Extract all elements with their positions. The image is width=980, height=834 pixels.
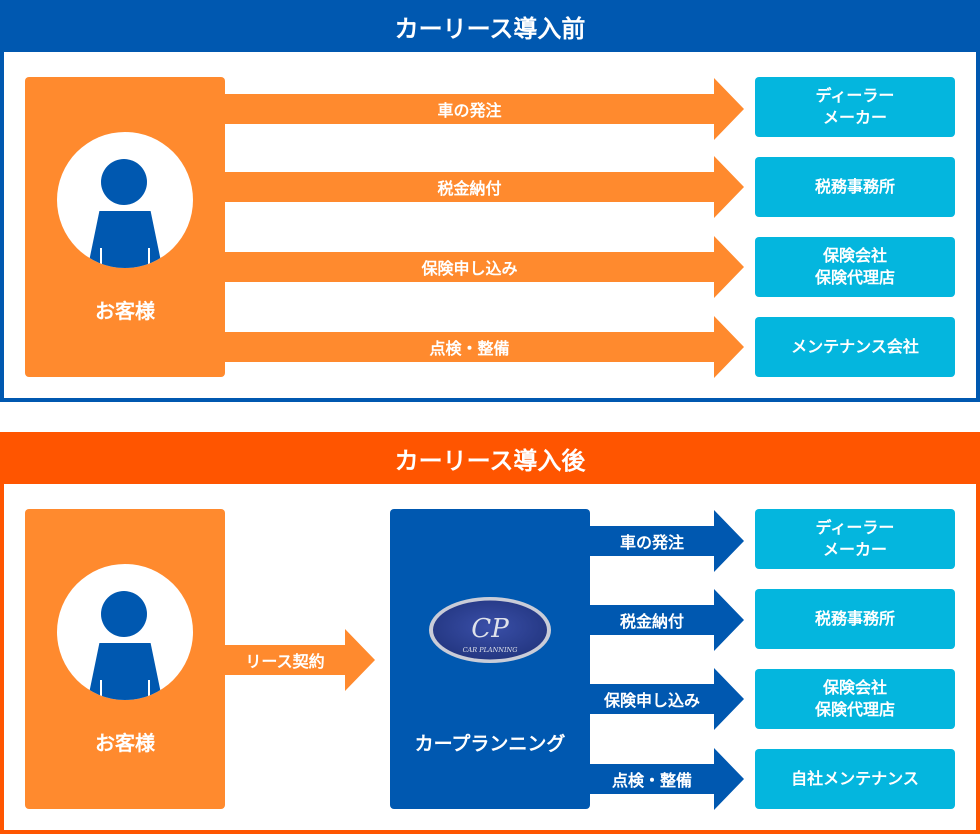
customer-label: お客様 — [95, 299, 155, 323]
customer-box: お客様 — [25, 509, 225, 809]
flow-arrow: 税金納付 — [590, 589, 744, 651]
destination-maintenance: メンテナンス会社 — [755, 317, 955, 377]
destination-in-house-maintenance: 自社メンテナンス — [755, 749, 955, 809]
flow-arrow: 保険申し込み — [590, 668, 744, 730]
destination-insurance: 保険会社 保険代理店 — [755, 669, 955, 729]
arrow-head-icon — [714, 510, 744, 572]
customer-label: お客様 — [95, 731, 155, 755]
arrow-head-icon — [714, 668, 744, 730]
arrow-head-icon — [714, 589, 744, 651]
arrow-label: 点検・整備 — [225, 332, 714, 362]
company-name: カープランニング — [414, 733, 566, 755]
person-icon — [57, 132, 193, 268]
arrow-label: 車の発注 — [590, 526, 714, 556]
flow-arrow: 車の発注 — [225, 78, 744, 140]
arrow-label: 保険申し込み — [225, 252, 714, 282]
destination-insurance: 保険会社 保険代理店 — [755, 237, 955, 297]
arrow-label: 保険申し込み — [590, 684, 714, 714]
logo-text: CAR PLANNING — [463, 646, 518, 654]
after-section-title: カーリース導入後 — [0, 432, 980, 484]
company-box: CP CAR PLANNING カープランニング — [390, 509, 590, 809]
arrow-label: 税金納付 — [225, 172, 714, 202]
flow-arrow: 点検・整備 — [590, 748, 744, 810]
destination-dealer: ディーラー メーカー — [755, 509, 955, 569]
arrow-label: リース契約 — [225, 645, 345, 675]
arrow-head-icon — [714, 236, 744, 298]
arrow-head-icon — [714, 78, 744, 140]
destination-tax-office: 税務事務所 — [755, 157, 955, 217]
flow-arrow: 車の発注 — [590, 510, 744, 572]
arrow-label: 車の発注 — [225, 94, 714, 124]
before-lease-section: カーリース導入前 お客様 車の発注 税金納付 保険申し込み 点検・整備 ディーラ… — [0, 0, 980, 402]
before-section-title: カーリース導入前 — [0, 0, 980, 52]
destination-dealer: ディーラー メーカー — [755, 77, 955, 137]
arrow-label: 点検・整備 — [590, 764, 714, 794]
company-logo-icon: CP CAR PLANNING — [429, 597, 551, 663]
lease-contract-arrow: リース契約 — [225, 629, 375, 691]
arrow-label: 税金納付 — [590, 605, 714, 635]
after-lease-section: カーリース導入後 お客様 リース契約 CP CAR PLANNING カー — [0, 432, 980, 834]
flow-arrow: 保険申し込み — [225, 236, 744, 298]
destination-tax-office: 税務事務所 — [755, 589, 955, 649]
person-icon — [57, 564, 193, 700]
flow-arrow: 点検・整備 — [225, 316, 744, 378]
logo-initials: CP — [471, 614, 509, 644]
customer-box: お客様 — [25, 77, 225, 377]
arrow-head-icon — [714, 316, 744, 378]
arrow-head-icon — [345, 629, 375, 691]
arrow-head-icon — [714, 156, 744, 218]
flow-arrow: 税金納付 — [225, 156, 744, 218]
arrow-head-icon — [714, 748, 744, 810]
